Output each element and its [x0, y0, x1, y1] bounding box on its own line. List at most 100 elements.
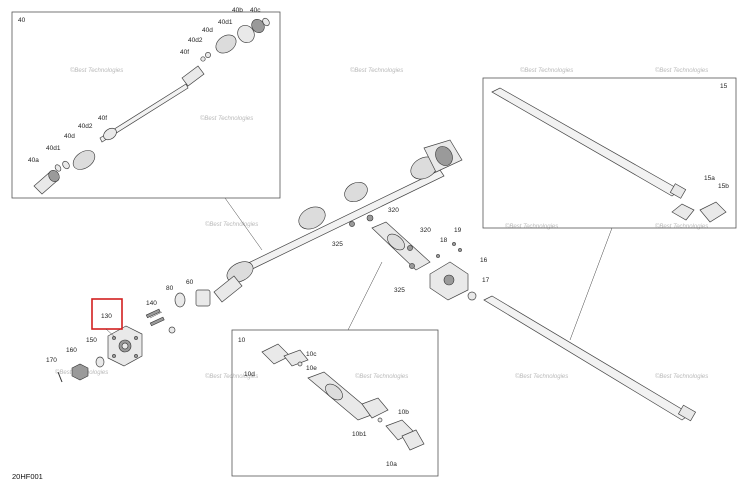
- cross-10c: [283, 349, 309, 367]
- callout-15: 15: [720, 83, 728, 90]
- callout-10: 10: [238, 337, 246, 344]
- center-bearing-core: [443, 274, 455, 286]
- cv-joint-top: [181, 17, 270, 87]
- bolt-320: [366, 214, 374, 222]
- cv-boot-middle-2: [344, 181, 368, 203]
- callout-130: 130: [101, 313, 112, 320]
- callout-15b: 15b: [718, 183, 729, 190]
- yoke-10d: [261, 343, 291, 365]
- watermark: ©Best Technologies: [205, 221, 258, 228]
- detail-frame-40: [11, 11, 281, 199]
- watermark: ©Best Technologies: [355, 373, 408, 380]
- callout-140: 140: [146, 300, 157, 307]
- figure-code: 20HF001: [12, 472, 43, 481]
- cotter-pin-170: [57, 371, 63, 383]
- callout-40c: 40c: [250, 7, 261, 14]
- yoke-15b: [699, 201, 727, 223]
- nut-160: [71, 363, 89, 381]
- callout-320: 320: [420, 227, 431, 234]
- callout-40d1: 40d1: [218, 19, 233, 26]
- callout-40d: 40d: [64, 133, 75, 140]
- yoke-10a: [401, 429, 425, 451]
- clip-10e: [297, 361, 303, 367]
- callout-160: 160: [66, 347, 77, 354]
- detail-box-40: 40 40b 40c 40d1 40d 40d2 40f 40f: [11, 7, 281, 199]
- rear-prop-shaft: [483, 295, 691, 421]
- watermark: ©Best Technologies: [655, 223, 708, 230]
- nut-325b: [409, 263, 415, 269]
- detail-box-10: 10 10d 10c 10e 10b 10b1 10a: [231, 329, 439, 477]
- half-shaft-40: [99, 83, 189, 143]
- stud-140: [149, 316, 165, 327]
- slip-shaft-boot: [325, 383, 343, 401]
- watermark: ©Best Technologies: [520, 67, 573, 74]
- clip-10b1: [377, 417, 383, 423]
- watermark: ©Best Technologies: [655, 67, 708, 74]
- detail-box-15: 15 15a 15b: [482, 77, 737, 229]
- cv-boot-middle: [298, 206, 326, 230]
- nut-325: [349, 221, 355, 227]
- watermark: ©Best Technologies: [655, 373, 708, 380]
- washer-150: [95, 356, 105, 368]
- cross-15a: [671, 203, 695, 221]
- callout-80: 80: [166, 285, 174, 292]
- callout-10d: 10d: [244, 371, 255, 378]
- callout-150: 150: [86, 337, 97, 344]
- cv-housing-flange: [435, 146, 453, 166]
- callout-325: 325: [394, 287, 405, 294]
- callout-10e: 10e: [306, 365, 317, 372]
- callout-17: 17: [482, 277, 490, 284]
- callout-10b1: 10b1: [352, 431, 367, 438]
- watermark: ©Best Technologies: [515, 373, 568, 380]
- seal-80: [174, 292, 186, 308]
- callout-16: 16: [480, 257, 488, 264]
- callout-325: 325: [332, 241, 343, 248]
- callout-40d1: 40d1: [46, 145, 61, 152]
- callout-40d2: 40d2: [188, 37, 203, 44]
- bolt-19: [452, 242, 456, 246]
- wheel-hub-130: [107, 325, 143, 367]
- watermark: ©Best Technologies: [505, 223, 558, 230]
- leader-line: [569, 227, 613, 341]
- highlight-box-130: [91, 298, 123, 330]
- callout-170: 170: [46, 357, 57, 364]
- callout-40a: 40a: [28, 157, 39, 164]
- prop-shaft-15: [491, 87, 681, 197]
- center-drive-assembly: 320 325 320 325 19 18 16 17: [332, 207, 697, 422]
- o-ring: [168, 326, 176, 334]
- coupler-boot: [387, 233, 405, 251]
- callout-40: 40: [18, 17, 26, 24]
- bolt-19: [458, 248, 462, 252]
- leader-line: [347, 261, 383, 331]
- rear-yoke: [677, 404, 697, 422]
- leader-line: [224, 197, 263, 251]
- bearing-60: [195, 289, 211, 307]
- yoke-15: [669, 183, 687, 199]
- callout-18: 18: [440, 237, 448, 244]
- clip-17: [467, 291, 477, 301]
- yoke-10b: [361, 397, 389, 419]
- cv-joint-bottom: [33, 127, 117, 195]
- callout-40b: 40b: [232, 7, 243, 14]
- leader-line: [105, 328, 117, 339]
- detail-frame-10: [231, 329, 439, 477]
- stud-140: [145, 308, 161, 319]
- watermark: ©Best Technologies: [70, 67, 123, 74]
- callout-40d2: 40d2: [78, 123, 93, 130]
- watermark: ©Best Technologies: [350, 67, 403, 74]
- callout-10b: 10b: [398, 409, 409, 416]
- callout-10c: 10c: [306, 351, 317, 358]
- callout-40f: 40f: [180, 49, 189, 56]
- inner-stub: [213, 275, 243, 303]
- callout-10a: 10a: [386, 461, 397, 468]
- callout-320: 320: [388, 207, 399, 214]
- callout-60: 60: [186, 279, 194, 286]
- bolt-320b: [407, 245, 413, 251]
- detail-frame-15: [482, 77, 737, 229]
- callout-40d: 40d: [202, 27, 213, 34]
- callout-19: 19: [454, 227, 462, 234]
- callout-40f: 40f: [98, 115, 107, 122]
- callout-15a: 15a: [704, 175, 715, 182]
- watermark: ©Best Technologies: [200, 115, 253, 122]
